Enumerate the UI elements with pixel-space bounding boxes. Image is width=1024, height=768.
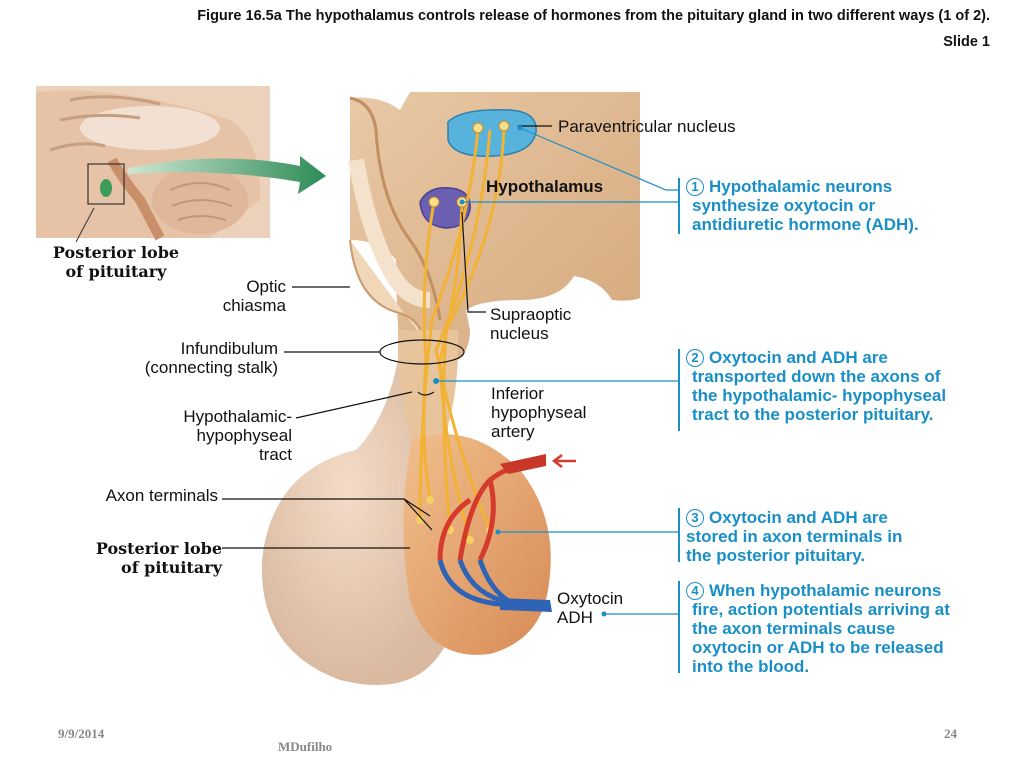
step-2: 2 Oxytocin and ADH are transported down t… xyxy=(686,348,946,424)
oxytocin-label: Oxytocin xyxy=(557,589,624,608)
inferior-line3: artery xyxy=(491,422,535,441)
step-1-bar xyxy=(678,178,680,234)
step-2-bar xyxy=(678,349,680,431)
footer-date: 9/9/2014 xyxy=(58,726,105,741)
step-1-line1: Hypothalamic neurons xyxy=(709,177,893,196)
tract-line3: tract xyxy=(258,445,292,464)
footer-author: MDufilho xyxy=(278,739,333,754)
posterior-lobe-bottom-line1: Posterior lobe xyxy=(95,539,222,558)
step-3-line2: stored in axon terminals in xyxy=(686,527,903,546)
step-4-line2: fire, action potentials arriving at xyxy=(692,600,950,619)
supraoptic-line1: Supraoptic xyxy=(490,305,572,324)
step-3-line1: Oxytocin and ADH are xyxy=(709,508,888,527)
neuron-bodies xyxy=(428,120,510,208)
step-4: 4 When hypothalamic neurons fire, action … xyxy=(686,581,950,676)
step-3: 3 Oxytocin and ADH are stored in axon ter… xyxy=(686,508,902,565)
slide-number: Slide 1 xyxy=(943,34,990,50)
inferior-line1: Inferior xyxy=(491,384,544,403)
paraventricular-nucleus xyxy=(447,109,537,157)
infundibulum-line2: (connecting stalk) xyxy=(144,358,278,377)
paraventricular-label: Paraventricular nucleus xyxy=(558,117,736,136)
axon-fibers xyxy=(418,127,506,541)
figure-title: Figure 16.5a The hypothalamus controls r… xyxy=(197,8,990,24)
adh-label: ADH xyxy=(557,608,593,627)
footer-page: 24 xyxy=(944,726,957,741)
step-2-line1: Oxytocin and ADH are xyxy=(709,348,888,367)
supraoptic-line2: nucleus xyxy=(490,324,549,343)
step-4-bar xyxy=(678,581,680,673)
infundibulum-line1: Infundibulum xyxy=(180,339,278,358)
step-3-number: 3 xyxy=(686,509,704,527)
artery-inlet xyxy=(500,454,546,474)
posterior-lobe-top-line1: Posterior lobe xyxy=(52,243,180,262)
leader-lines xyxy=(222,125,552,549)
supraoptic-label: Supraoptic nucleus xyxy=(490,305,571,343)
step-2-number: 2 xyxy=(686,349,704,367)
vein-outlet xyxy=(500,598,552,612)
step-2-line3: the hypothalamic- hypophyseal xyxy=(692,386,947,405)
zoom-arrow xyxy=(128,156,326,194)
brain-inset xyxy=(36,86,270,243)
callout-lines xyxy=(436,127,680,615)
optic-chiasma-label: Optic chiasma xyxy=(186,277,286,315)
hormone-label: Oxytocin ADH xyxy=(557,589,623,627)
tract-label: Hypothalamic- hypophyseal tract xyxy=(130,407,292,464)
infundibulum-label: Infundibulum (connecting stalk) xyxy=(96,339,278,377)
step-1-line3: antidiuretic hormone (ADH). xyxy=(692,215,919,234)
artery-arrow xyxy=(551,454,576,468)
axon-terminals-label: Axon terminals xyxy=(105,486,218,505)
step-4-line1: When hypothalamic neurons xyxy=(709,581,942,600)
step-4-line4: oxytocin or ADH to be released xyxy=(692,638,944,657)
optic-line1: Optic xyxy=(246,277,286,296)
step-3-bar xyxy=(678,508,680,562)
hypothalamus-tissue xyxy=(348,92,640,360)
step-2-line2: transported down the axons of xyxy=(692,367,941,386)
hypothalamus-label: Hypothalamus xyxy=(486,177,604,196)
inferior-line2: hypophyseal xyxy=(491,403,587,422)
step-1: 1 Hypothalamic neurons synthesize oxytoci… xyxy=(686,177,919,234)
step-4-line5: into the blood. xyxy=(692,657,810,676)
callout-dots xyxy=(433,125,607,617)
step-4-line3: the axon terminals cause xyxy=(692,619,896,638)
step-1-number: 1 xyxy=(686,178,704,196)
inferior-artery-label: Inferior hypophyseal artery xyxy=(491,384,586,441)
step-2-line4: tract to the posterior pituitary. xyxy=(692,405,934,424)
posterior-lobe-label-top: Posterior lobe of pituitary xyxy=(30,243,202,281)
step-4-number: 4 xyxy=(686,582,704,600)
tract-line2: hypophyseal xyxy=(196,426,292,445)
tract-line1: Hypothalamic- xyxy=(183,407,292,426)
posterior-lobe-label-bottom: Posterior lobe of pituitary xyxy=(50,539,222,577)
anterior-lobe xyxy=(261,360,451,685)
posterior-lobe-bottom-line2: of pituitary xyxy=(121,558,222,577)
posterior-lobe-top-line2: of pituitary xyxy=(65,262,167,281)
step-1-line2: synthesize oxytocin or xyxy=(692,196,876,215)
optic-line2: chiasma xyxy=(222,296,286,315)
step-3-line3: the posterior pituitary. xyxy=(686,546,866,565)
